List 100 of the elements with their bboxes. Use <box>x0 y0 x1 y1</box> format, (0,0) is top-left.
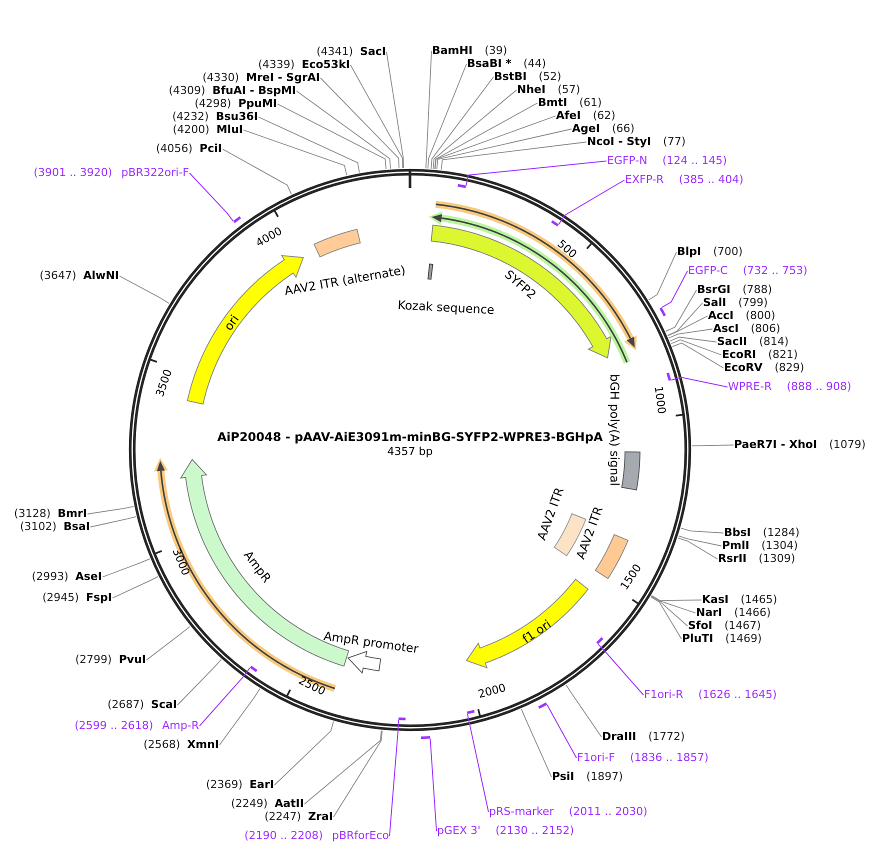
leader-line <box>668 328 713 338</box>
site-position: (829) <box>774 361 804 375</box>
site-position: (821) <box>768 348 798 362</box>
enzyme-name: RsrII <box>718 552 747 566</box>
primer-name: WPRE-R <box>728 380 772 394</box>
primer-name: pBR322ori-F <box>121 166 189 180</box>
site-position: (3102) <box>20 520 57 534</box>
site-position: (1772) <box>648 730 685 744</box>
enzyme-name: SacII <box>717 335 748 349</box>
leader-line <box>670 339 722 356</box>
leader-line <box>177 659 222 706</box>
site-position: (1309) <box>758 552 796 566</box>
feature-label: f1 ori <box>520 618 554 646</box>
site-position: (4056) <box>156 142 193 156</box>
site-position: (1284) <box>762 526 800 540</box>
leader-line <box>651 595 702 602</box>
enzyme-name: BfuAI - BspMI <box>212 84 296 98</box>
enzyme-name: PciI <box>200 142 222 156</box>
leader-line <box>566 684 602 738</box>
leader-line <box>650 595 696 614</box>
enzyme-name: PvuI <box>118 653 146 667</box>
site-position: (2369) <box>206 778 243 792</box>
enzyme-name: FspI <box>86 591 112 605</box>
primer-name: Amp-R <box>162 719 199 733</box>
site-position: (52) <box>538 70 562 84</box>
enzyme-name: AccI <box>708 309 734 323</box>
primer-site-mark <box>233 216 242 224</box>
site-position: (1465) <box>740 593 778 607</box>
site-position: (799) <box>738 296 768 310</box>
leader-line <box>296 90 391 170</box>
enzyme-name: PaeR7I - XhoI <box>734 438 818 452</box>
enzyme-name: PpuMI <box>238 97 277 111</box>
enzyme-name: BmrI <box>58 507 87 521</box>
leader-line <box>277 104 386 170</box>
leader-line <box>350 64 404 169</box>
site-position: (4200) <box>172 123 210 137</box>
site-position: (1079) <box>829 438 866 452</box>
site-position: (2247) <box>264 810 302 824</box>
enzyme-name: AfeI <box>556 109 581 123</box>
scale-label: 500 <box>555 237 580 261</box>
enzyme-name: Eco53kI <box>302 58 350 72</box>
site-position: (77) <box>663 135 686 149</box>
leader-line <box>650 596 688 626</box>
enzyme-name: BamHI <box>432 44 473 58</box>
site-position: (1467) <box>724 619 761 633</box>
feature-label: bGH poly(A) signal <box>608 374 620 486</box>
enzyme-name: AlwNI <box>83 269 119 283</box>
primer-range: (385 .. 404) <box>678 173 744 187</box>
leader-line <box>304 730 382 804</box>
primer-site-mark <box>458 184 466 188</box>
enzyme-name: SfoI <box>688 619 712 633</box>
site-position: (66) <box>612 122 635 136</box>
site-position: (39) <box>484 44 508 58</box>
primer-name: F1ori-F <box>577 751 615 765</box>
primer-name: pRS-marker <box>489 805 554 819</box>
leader-line <box>678 535 722 546</box>
enzyme-name: ZraI <box>308 810 333 824</box>
leader-line <box>386 52 404 169</box>
site-position: (2687) <box>107 698 144 712</box>
site-position: (4298) <box>194 97 232 111</box>
site-position: (806) <box>750 322 780 336</box>
scale-label: 3500 <box>153 368 175 399</box>
site-position: (2799) <box>75 653 112 667</box>
enzyme-name: XmnI <box>187 738 219 752</box>
feature-label: AmpR promoter <box>322 630 420 656</box>
site-position: (1897) <box>586 770 623 784</box>
enzyme-name: AseI <box>75 570 102 584</box>
leader-line <box>219 688 260 746</box>
leader-line <box>680 528 724 534</box>
site-position: (44) <box>523 57 546 71</box>
leader-line <box>243 130 348 176</box>
enzyme-name: MreI - SgrAI <box>246 71 320 85</box>
enzyme-name: BstBI <box>494 70 527 84</box>
enzyme-name: NcoI - StyI <box>587 135 652 149</box>
plasmid-name: AiP20048 - pAAV-AiE3091m-minBG-SYFP2-WPRE3-BGHpA <box>217 429 603 445</box>
enzyme-name: BlpI <box>677 245 702 259</box>
site-position: (2568) <box>144 738 180 752</box>
leader-line <box>146 626 190 660</box>
leader-line <box>466 714 489 812</box>
leader-line <box>520 708 552 778</box>
site-position: (57) <box>558 83 580 97</box>
enzyme-name: EcoRV <box>724 361 763 375</box>
scale-label: 1000 <box>652 384 668 414</box>
leader-line <box>546 704 577 758</box>
site-position: (2993) <box>32 570 68 584</box>
leader-line <box>648 252 677 300</box>
primer-range: (732 .. 753) <box>742 264 808 278</box>
leader-line <box>320 78 400 169</box>
site-position: (4232) <box>172 110 209 124</box>
primer-range: (888 .. 908) <box>786 380 852 394</box>
enzyme-name: BbsI <box>724 526 751 540</box>
enzyme-name: BsrGI <box>697 283 730 297</box>
enzyme-name: DraIII <box>602 730 636 744</box>
primer-name: EGFP-N <box>607 154 648 168</box>
primer-site-mark <box>466 710 475 714</box>
leader-line <box>670 376 728 388</box>
leader-line <box>434 102 538 170</box>
primer-range: (2130 .. 2152) <box>496 824 574 838</box>
enzyme-name: ScaI <box>151 698 177 712</box>
leader-line <box>466 160 607 186</box>
